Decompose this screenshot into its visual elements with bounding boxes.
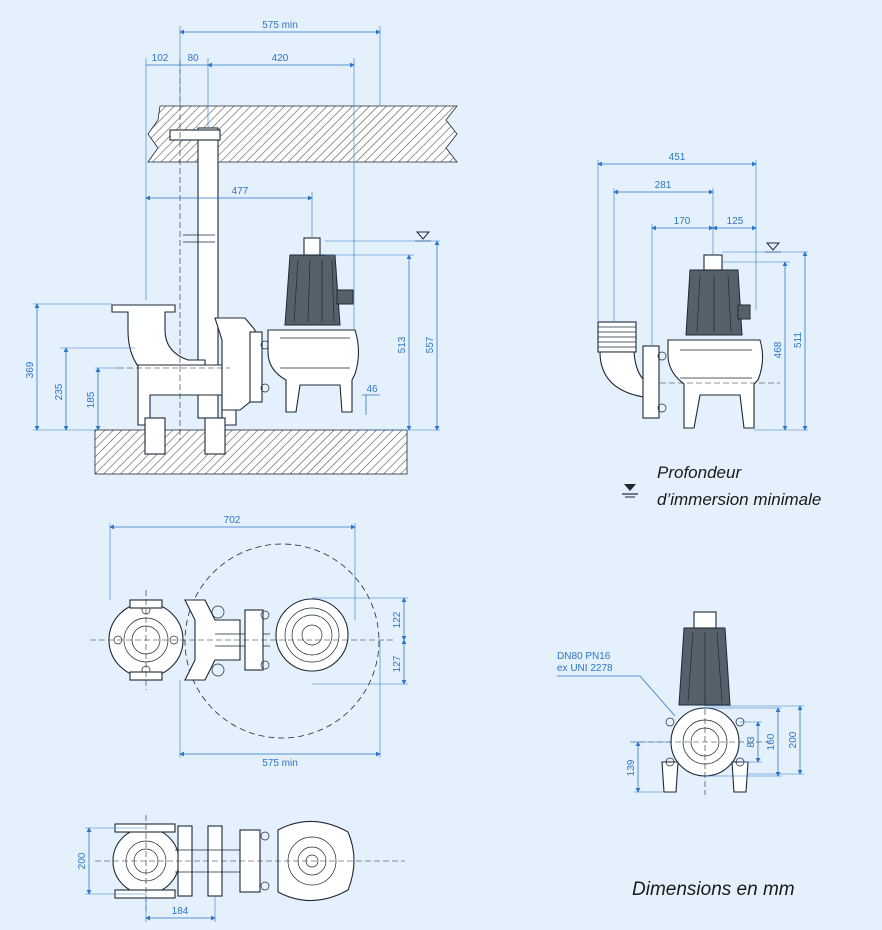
dim-575-top: 575 min [262,758,298,769]
base-foot [137,364,237,426]
dim-125: 125 [727,216,744,227]
dim-80: 80 [187,53,199,64]
flange-label-1: DN80 PN16 [557,651,611,662]
dim-575: 575 min [262,20,298,31]
dim-420: 420 [272,53,289,64]
top-view: 702 575 min 122 127 [90,515,408,769]
dim-184: 184 [172,906,189,917]
dim-139: 139 [626,759,637,776]
units-note: Dimensions en mm [632,879,795,900]
dim-122: 122 [392,611,403,628]
flange-view: DN80 PN16 ex UNI 2278 139 83 160 200 [557,611,804,795]
immersion-legend: Profondeur d’immersion minimale [622,463,821,509]
ceiling-slab [147,105,458,163]
dim-702: 702 [224,515,241,526]
legend-line-2: d’immersion minimale [657,490,821,509]
dim-200-bottom: 200 [77,852,88,869]
pump-motor [284,254,341,326]
dim-451: 451 [669,152,686,163]
dim-200-flange: 200 [788,731,799,748]
water-level-icon [415,231,431,240]
dim-477: 477 [232,186,249,197]
floor-slab [94,429,408,475]
dim-127: 127 [392,655,403,672]
dim-185: 185 [86,391,97,408]
dim-511: 511 [793,332,804,348]
dim-513: 513 [397,336,408,353]
front-view: 451 281 170 125 468 511 [597,152,808,431]
dim-468: 468 [773,341,784,358]
dim-369: 369 [25,361,36,378]
bottom-view: 200 184 [77,815,405,922]
dim-281: 281 [655,180,672,191]
legend-line-1: Profondeur [657,463,742,482]
water-level-symbol-icon [622,484,638,498]
dim-160: 160 [766,733,777,750]
ribbed-discharge [597,321,651,399]
pump-volute [267,329,360,413]
dim-46: 46 [366,384,378,395]
dim-102: 102 [152,53,169,64]
dim-83: 83 [746,736,757,748]
dim-235: 235 [54,383,65,400]
side-view: 575 min 102 80 420 477 513 557 46 369 23… [25,20,458,475]
dim-557: 557 [425,336,436,353]
swing-radius [184,543,380,739]
flange-label-2: ex UNI 2278 [557,663,613,674]
dim-170: 170 [674,216,691,227]
